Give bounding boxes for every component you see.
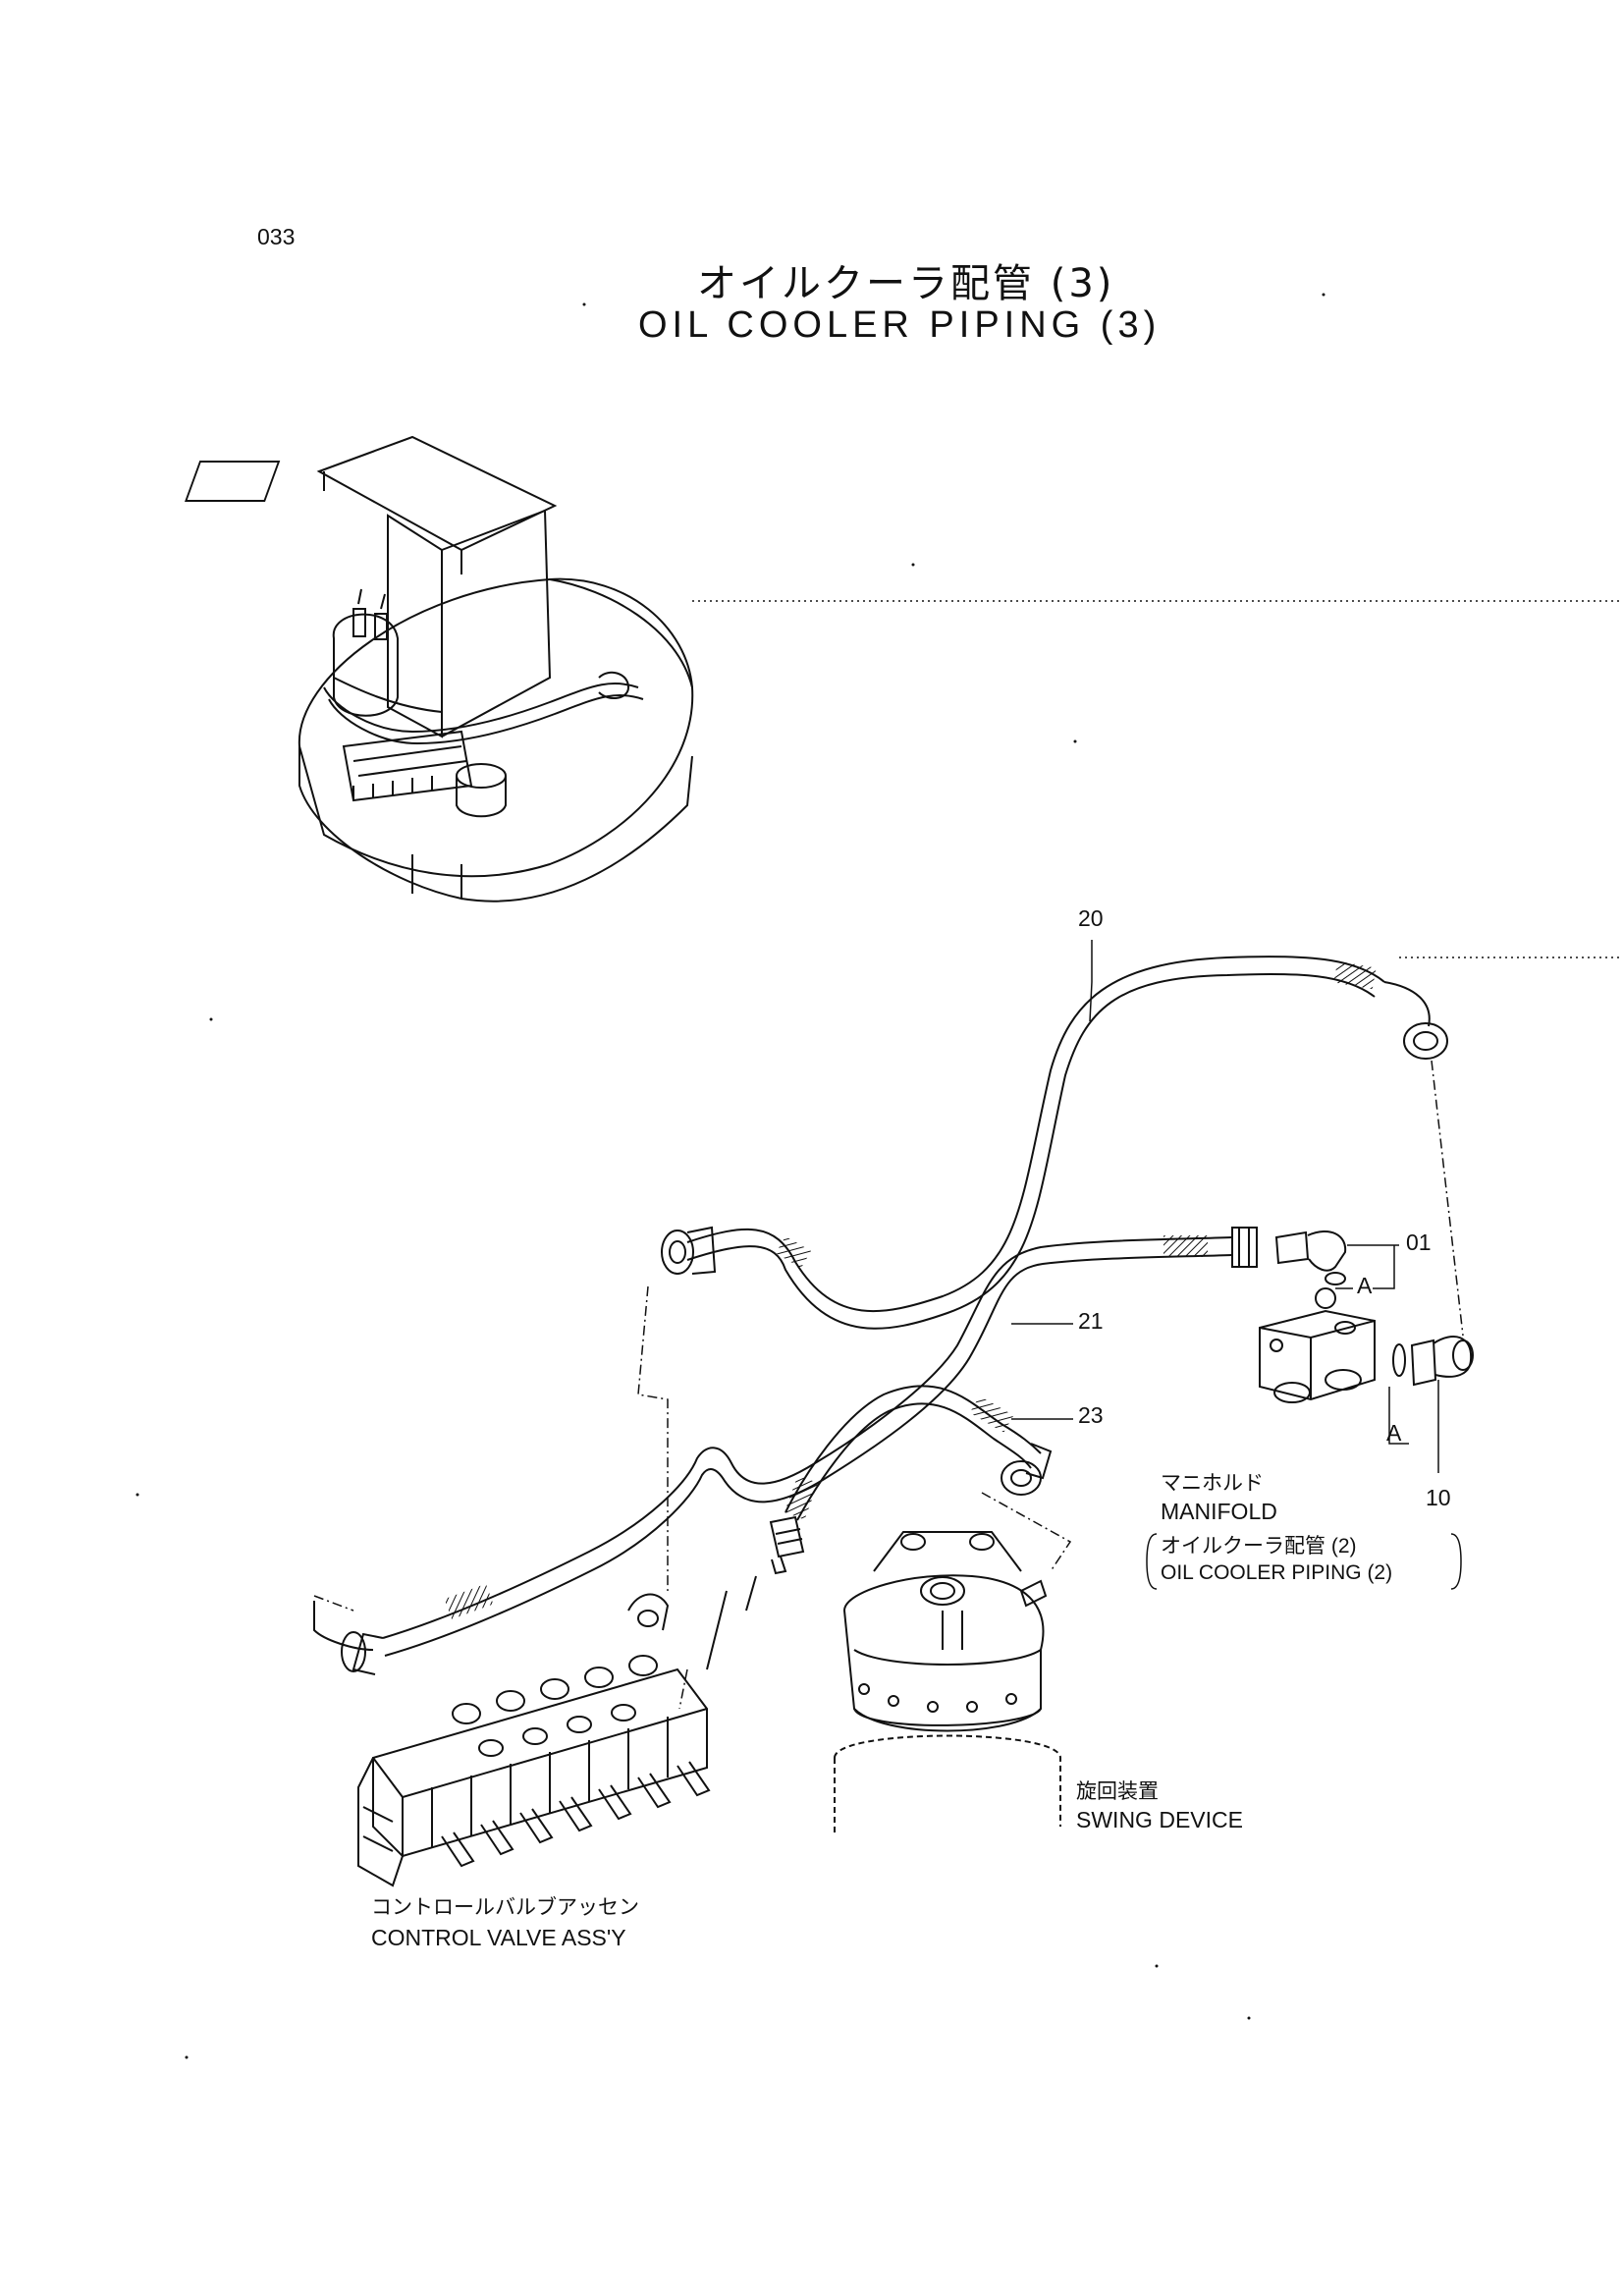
machine-overview-illustration <box>185 435 1623 902</box>
manifold-label-en: MANIFOLD <box>1161 1499 1277 1524</box>
elbow-01 <box>1274 1230 1347 1309</box>
ref-a-lower: A <box>1386 1420 1402 1446</box>
control-valve-label-jp: コントロールバルブアッセン <box>371 1896 639 1919</box>
swing-device <box>834 1531 1061 1836</box>
manifold-block <box>1259 1309 1376 1403</box>
manifold-ref-en: OIL COOLER PIPING (2) <box>1161 1561 1393 1584</box>
manifold-ref-jp: オイルクーラ配管 (2) <box>1161 1535 1357 1558</box>
swing-device-label-jp: 旋回装置 <box>1076 1780 1159 1803</box>
page-title-en: OIL COOLER PIPING (3) <box>638 304 1162 346</box>
hose-21 <box>341 1227 1258 1675</box>
hose-23 <box>706 1385 1053 1670</box>
control-valve-assembly <box>313 1593 711 1887</box>
swing-device-label-en: SWING DEVICE <box>1076 1807 1243 1832</box>
control-valve-label-en: CONTROL VALVE ASS'Y <box>371 1925 626 1950</box>
callout-20: 20 <box>1078 905 1104 931</box>
page-title-jp: オイルクーラ配管 (3) <box>697 261 1115 306</box>
connector-10 <box>1392 1336 1474 1387</box>
ref-a-upper: A <box>1357 1273 1373 1298</box>
hose-20 <box>661 956 1623 1330</box>
callout-23: 23 <box>1078 1402 1104 1428</box>
callout-10: 10 <box>1426 1485 1451 1510</box>
page-number: 033 <box>257 224 296 249</box>
callout-21: 21 <box>1078 1308 1104 1334</box>
manifold-label-jp: マニホルド <box>1161 1472 1264 1495</box>
callout-01: 01 <box>1406 1230 1432 1255</box>
